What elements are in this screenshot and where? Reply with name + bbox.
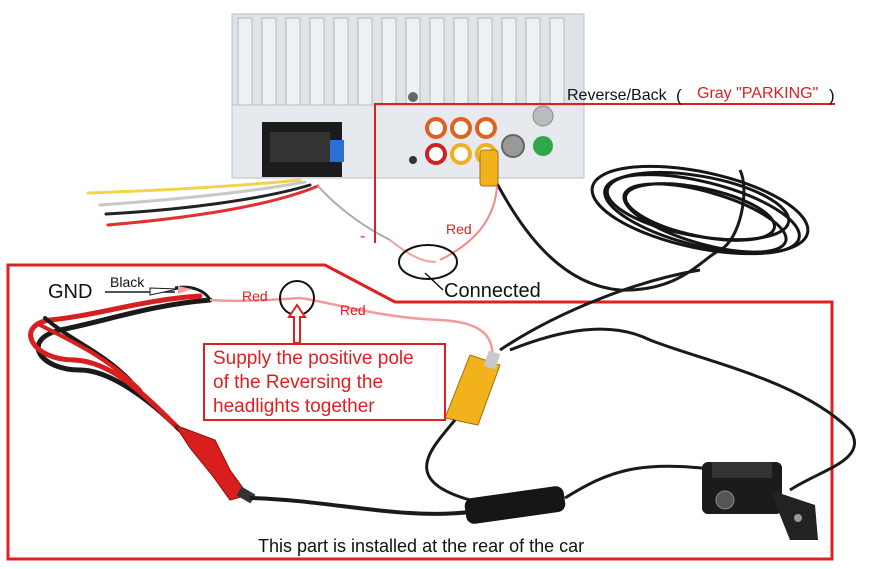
black-wire-label: Black [110,274,145,290]
supply-note-line: headlights together [213,396,375,417]
rca-video-cable [488,169,746,292]
up-arrow [287,303,307,344]
coiled-cable [590,164,810,256]
close-paren: ) [829,86,835,105]
harness-wires [86,178,436,263]
red-label-left: Red [242,288,268,304]
junction-box [464,486,566,524]
reverse-back-label: Reverse/Back [567,87,667,104]
gray-parking-label: Gray "PARKING" [697,85,819,102]
reverse-power-cable [28,293,213,433]
supply-note-line: of the Reversing the [213,372,384,393]
heat-sink [237,17,565,119]
rear-region-outline [6,263,834,561]
reverse-red-wire [209,296,494,361]
camera-cable [509,327,857,492]
rear-camera [702,462,818,540]
harness-connector [262,122,344,177]
supply-note-line: Supply the positive pole [213,348,414,369]
red-label-top: Red [446,221,472,237]
connected-label: Connected [444,280,541,302]
parking-pointer-line [374,103,835,243]
red-label-right: Red [340,302,366,318]
head-unit [231,13,585,179]
rca-plug-top [479,149,499,187]
supply-note-box: Supply the positive pole of the Reversin… [203,343,446,421]
rca-plug-bottom [444,350,501,426]
power-plug [173,423,256,504]
connected-circle [398,244,458,280]
minus-sign: - [360,228,366,245]
gnd-label: GND [48,281,93,303]
rear-install-note: This part is installed at the rear of th… [258,536,585,556]
open-paren: ( [676,86,682,105]
